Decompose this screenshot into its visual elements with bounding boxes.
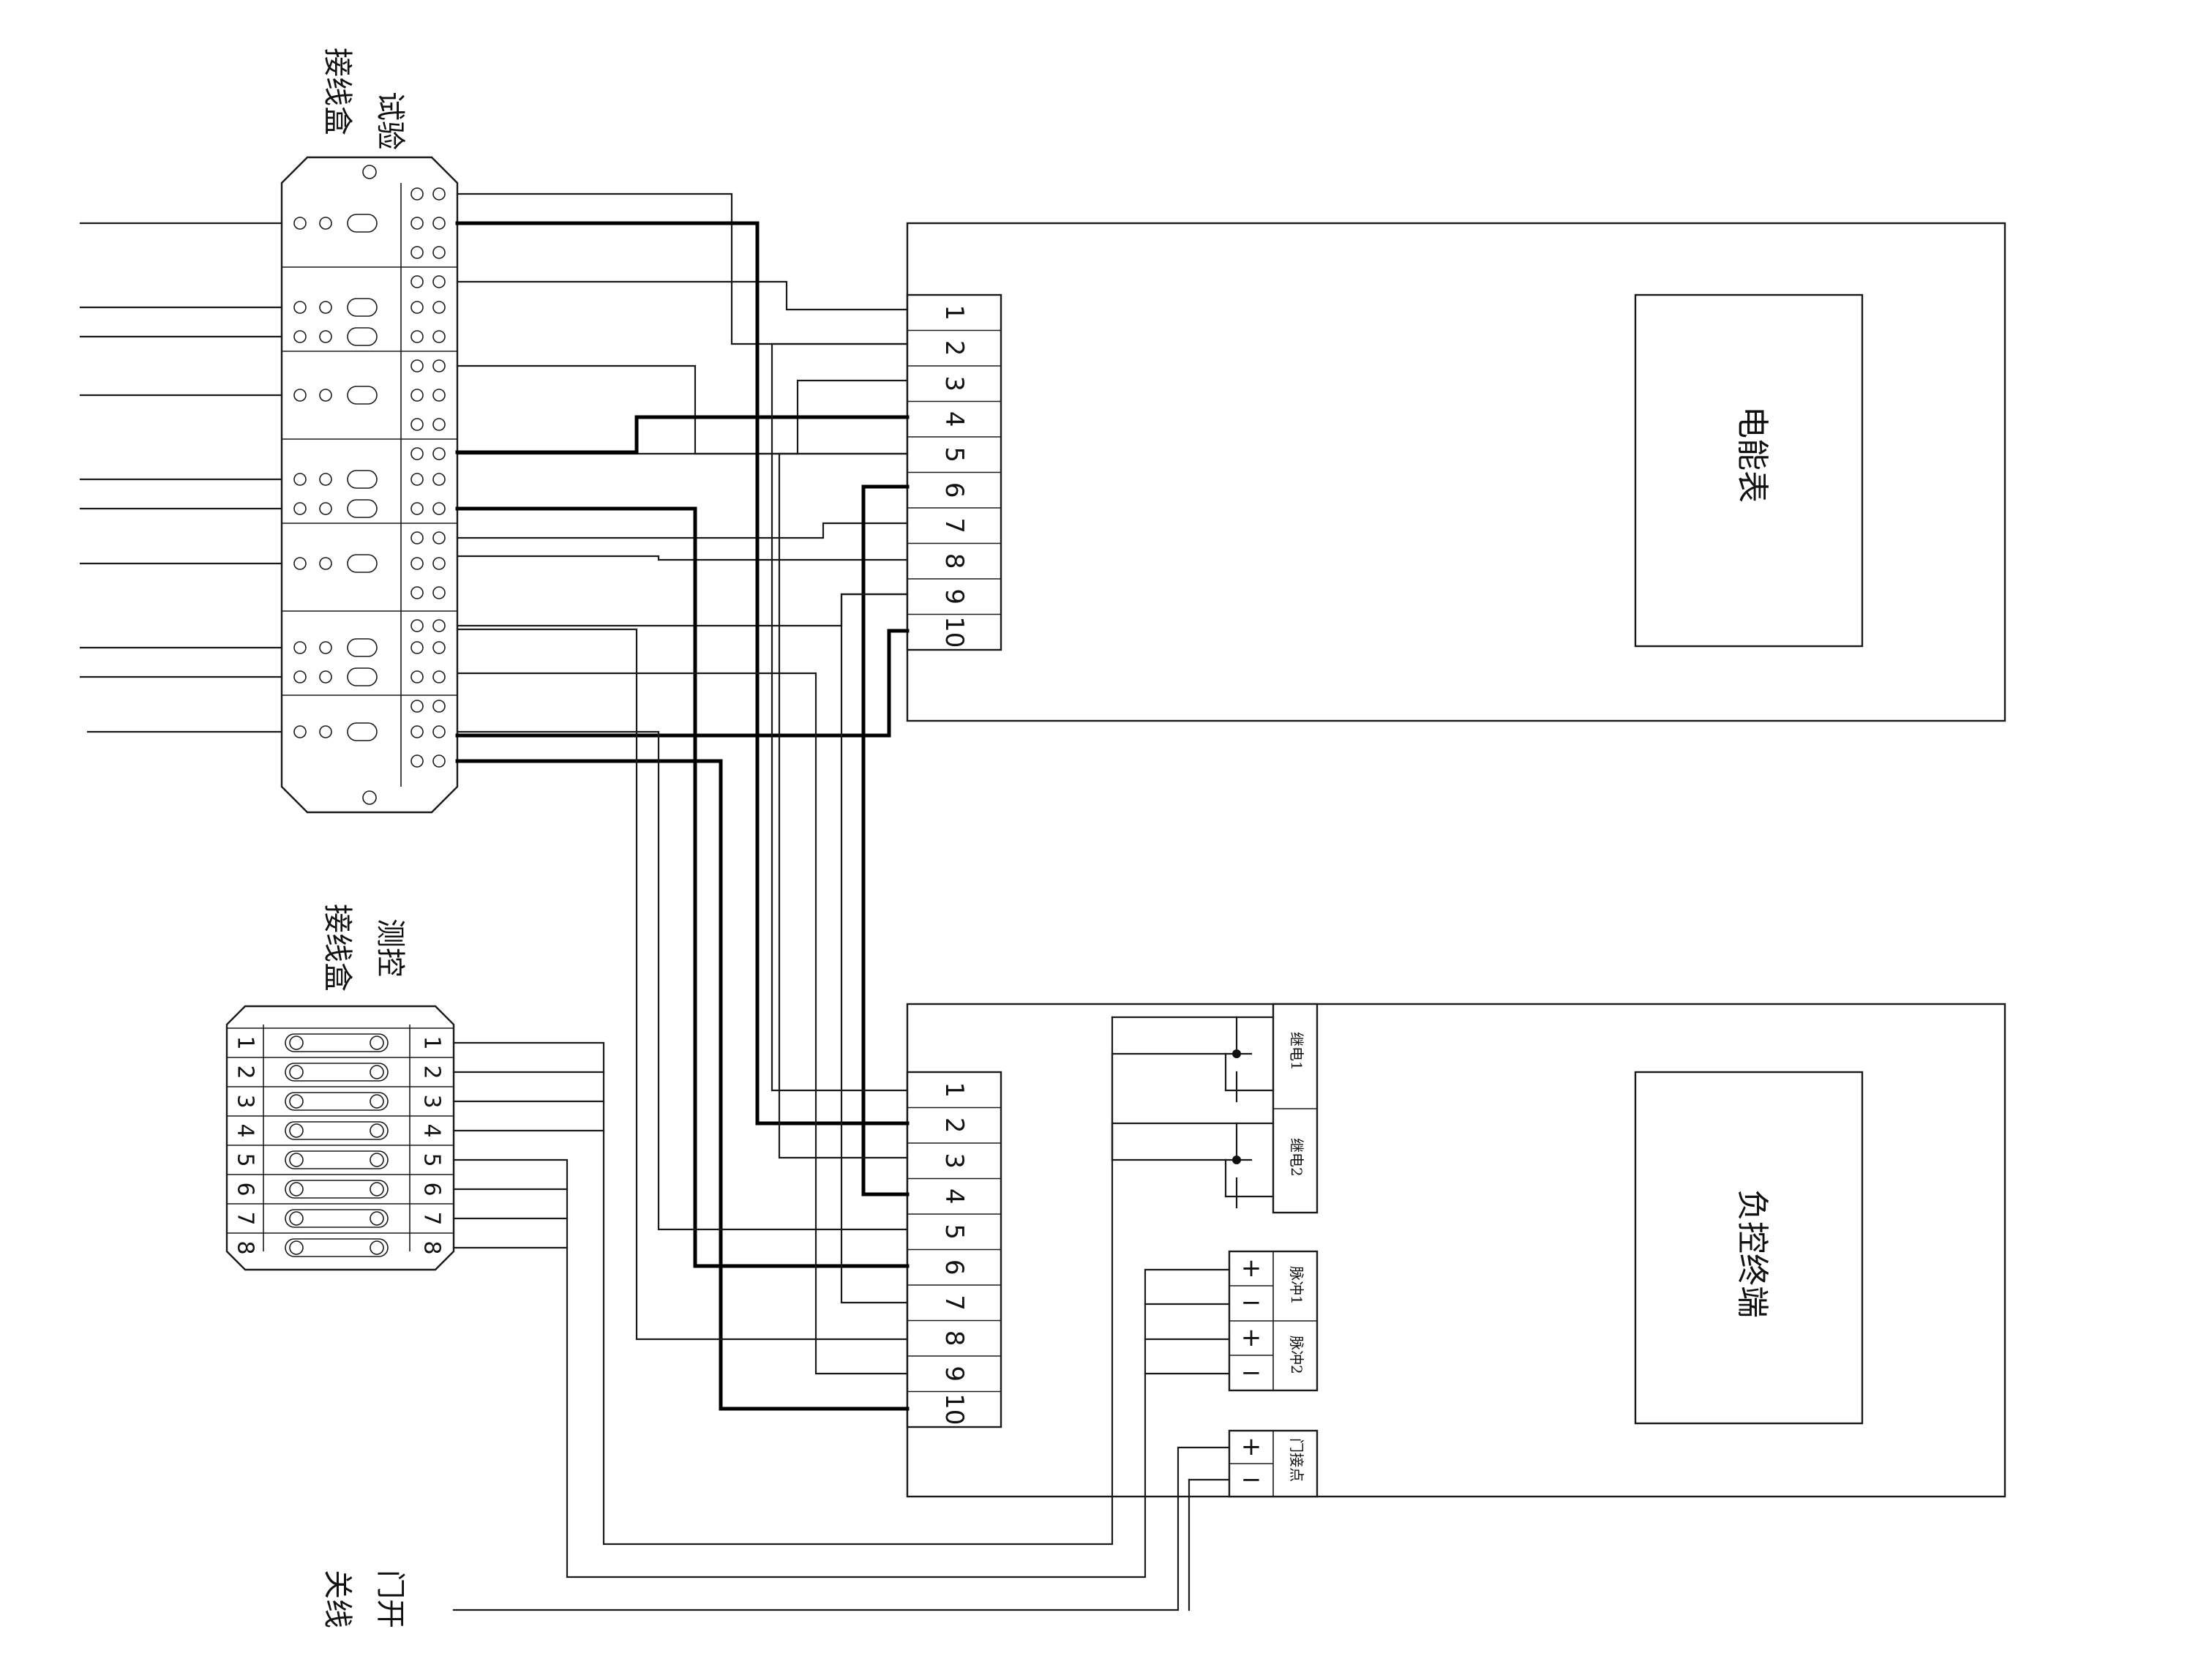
wiring [79, 192, 1231, 1611]
ctrl-right-2: 2 [419, 1065, 445, 1079]
pulse-sign-2: + [1241, 1323, 1262, 1352]
terminal-terminal-1: 1 [940, 1082, 969, 1098]
terminal-display [1634, 1071, 1864, 1425]
terminal-terminal-5: 5 [940, 1224, 969, 1240]
pulse-sign-0: + [1241, 1254, 1262, 1283]
ctrl-link-bar-2 [285, 1063, 389, 1082]
terminal-terminal-7: 7 [940, 1295, 969, 1311]
ctrl-right-5: 5 [419, 1153, 445, 1166]
terminal-label: 负控终端 [1733, 1189, 1771, 1318]
ctrl-link-bar-3 [285, 1092, 389, 1111]
terminal-terminal-10: 10 [940, 1393, 969, 1425]
door-sign-1: − [1241, 1465, 1262, 1494]
relay-1-label: 继电1 [1288, 1032, 1305, 1071]
meter-terminal-8: 8 [940, 553, 969, 569]
ctrl-left-5: 5 [233, 1153, 258, 1166]
ctrl-box-label-1: 测控 [373, 918, 407, 977]
ctrl-left-6: 6 [233, 1182, 258, 1196]
relay-contact-2 [1111, 1122, 1275, 1209]
ctrl-left-4: 4 [233, 1123, 258, 1137]
ctrl-right-7: 7 [419, 1211, 445, 1225]
ctrl-left-7: 7 [233, 1211, 258, 1225]
meter-terminal-2: 2 [940, 340, 969, 356]
control-box-terminals: 1 1 2 2 3 3 4 4 5 5 6 6 7 7 8 8 [227, 1027, 454, 1257]
meter-terminal-4: 4 [940, 411, 969, 427]
terminal-terminal-6: 6 [940, 1259, 969, 1276]
ctrl-link-bar-8 [285, 1238, 389, 1257]
relay-contact-1 [1111, 1016, 1275, 1103]
ctrl-link-bar-6 [285, 1180, 389, 1199]
ctrl-box-label-2: 接线盒 [320, 904, 354, 992]
door-input-label: 门接点 [1288, 1438, 1305, 1482]
ctrl-link-bar-7 [285, 1209, 389, 1228]
meter-terminal-6: 6 [940, 482, 969, 498]
terminal-terminal-3: 3 [940, 1153, 969, 1169]
relay-2-label: 继电2 [1288, 1138, 1305, 1177]
meter-terminal-9: 9 [940, 588, 969, 604]
door-switch-label-1: 门开 [373, 1570, 407, 1628]
ctrl-right-8: 8 [419, 1240, 445, 1254]
ctrl-right-4: 4 [419, 1123, 445, 1137]
door-switch-label-2: 关线 [320, 1570, 354, 1628]
meter-terminals: 1 2 3 4 5 6 7 8 9 10 [907, 304, 1001, 648]
energy-meter-label: 电能表 [1733, 406, 1771, 503]
test-box-label-2: 接线盒 [320, 48, 354, 135]
pulse-1-label: 脉冲1 [1288, 1266, 1305, 1305]
ctrl-left-1: 1 [233, 1036, 258, 1049]
ctrl-link-bar-5 [285, 1150, 389, 1169]
meter-terminal-3: 3 [940, 375, 969, 392]
door-sign-0: + [1241, 1432, 1262, 1461]
ctrl-right-6: 6 [419, 1182, 445, 1196]
ctrl-left-3: 3 [233, 1094, 258, 1108]
ctrl-left-8: 8 [233, 1240, 258, 1254]
ctrl-left-2: 2 [233, 1065, 258, 1079]
energy-meter-display [1634, 293, 1864, 648]
ctrl-link-bar-4 [285, 1121, 389, 1140]
meter-terminal-5: 5 [940, 446, 969, 463]
ctrl-right-3: 3 [419, 1094, 445, 1108]
meter-terminal-1: 1 [940, 304, 969, 321]
ctrl-right-1: 1 [419, 1036, 445, 1049]
terminal-terminal-4: 4 [940, 1188, 969, 1205]
pulse-sign-1: − [1241, 1288, 1262, 1317]
ctrl-link-bar-1 [285, 1033, 389, 1052]
test-box-label-1: 试验 [373, 91, 407, 150]
terminal-terminal-9: 9 [940, 1366, 969, 1382]
terminal-terminal-2: 2 [940, 1117, 969, 1134]
door-signs: +− [1241, 1432, 1262, 1494]
meter-terminal-10: 10 [940, 616, 969, 648]
terminal-terminals: 1 2 3 4 5 6 7 8 9 10 [907, 1082, 1001, 1425]
pulse-signs: + − + − [1241, 1254, 1262, 1388]
terminal-terminal-8: 8 [940, 1330, 969, 1347]
meter-terminal-7: 7 [940, 517, 969, 533]
test-box-screws [293, 187, 446, 768]
pulse-2-label: 脉冲2 [1288, 1336, 1305, 1374]
pulse-sign-3: − [1241, 1358, 1262, 1388]
